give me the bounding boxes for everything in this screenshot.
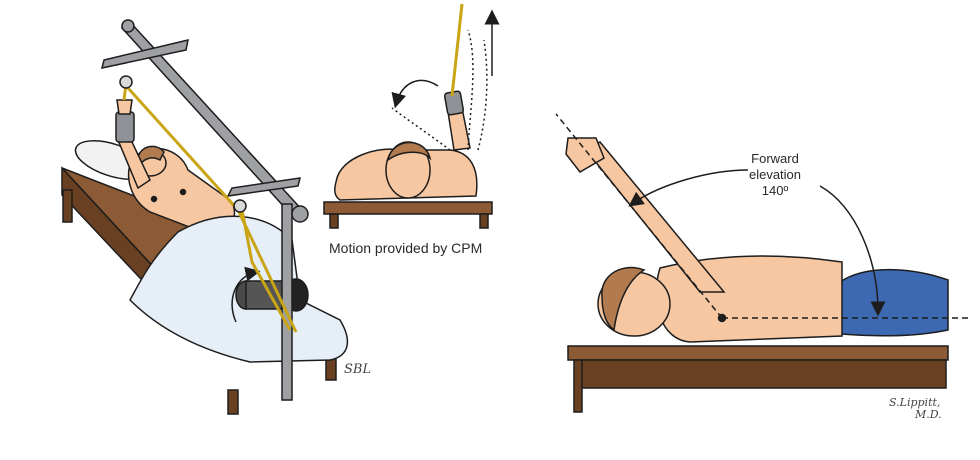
motion-ghost-arm <box>391 29 488 151</box>
artist-signature-right-degree: M.D. <box>915 408 942 421</box>
pulley-top <box>119 75 133 89</box>
bed-right-top <box>567 345 949 361</box>
rotation-arrow <box>231 266 261 323</box>
forward-elevation-line-1: Forward <box>751 151 799 166</box>
forward-elevation-angle: 140º <box>761 183 789 198</box>
forward-elevation-label: Forward elevation 140º <box>730 151 820 199</box>
forward-elevation-line-2: elevation <box>748 167 802 182</box>
overhead-frame <box>100 19 309 401</box>
jeans <box>839 268 949 337</box>
callout-arrow-arm <box>628 169 749 207</box>
cpm-bed-scene <box>61 19 349 415</box>
cpm-caption: Motion provided by CPM <box>329 240 483 256</box>
arm-axis-line <box>555 113 723 319</box>
patient-left <box>115 99 236 239</box>
raised-arm <box>584 141 726 293</box>
inset-rope <box>450 3 464 97</box>
pulley <box>233 199 247 213</box>
flexion-arrow <box>391 79 439 109</box>
artist-signature-right-name: S.Lippitt, <box>889 396 941 409</box>
shoulder-pivot <box>717 313 727 323</box>
callout-arrow-body <box>819 185 886 317</box>
artist-signature-left: SBL <box>344 362 372 377</box>
forward-elevation-scene <box>555 113 968 413</box>
cpm-motion-inset <box>323 3 500 229</box>
